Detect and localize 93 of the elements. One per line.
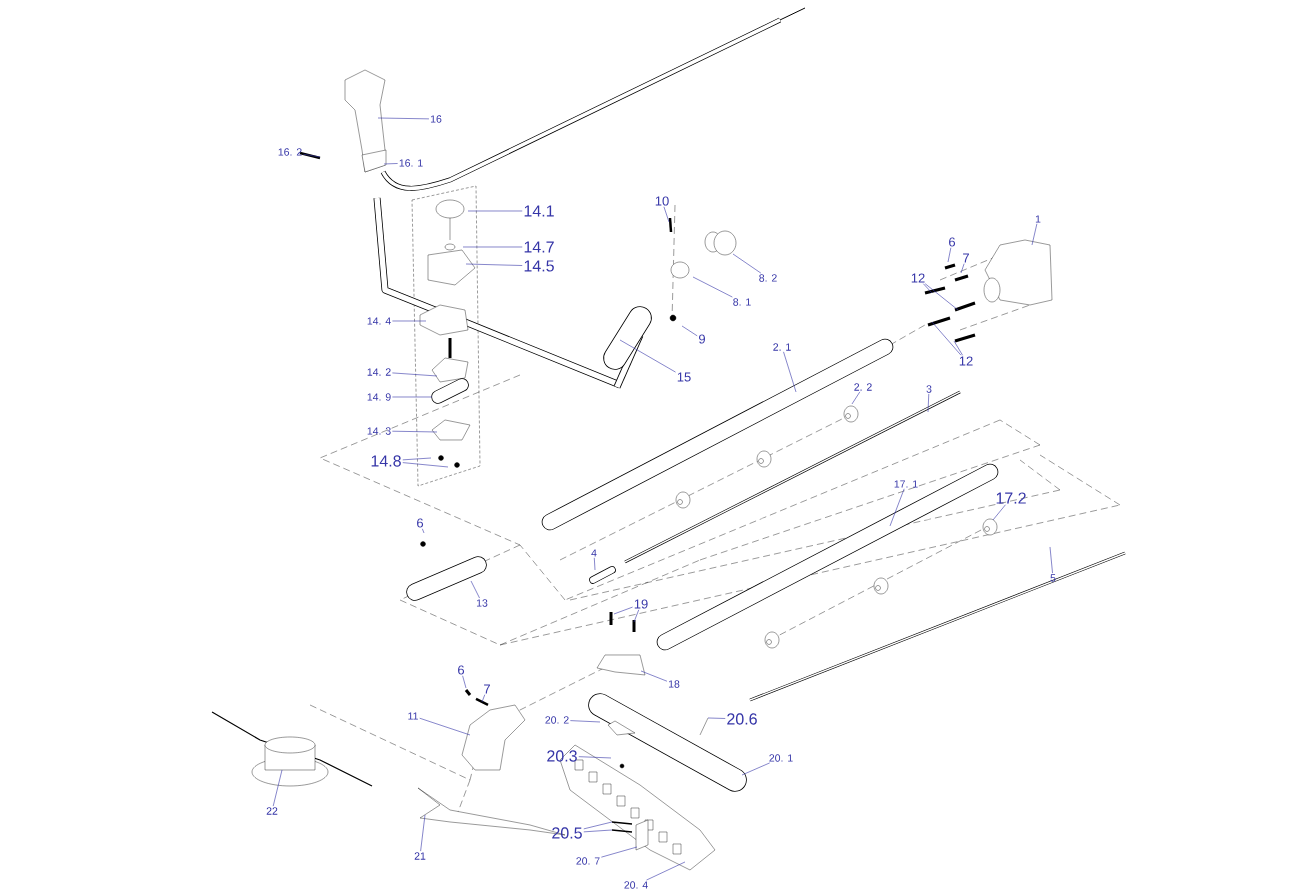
- leader-line: [272, 769, 283, 807]
- callout-number: 10: [655, 196, 669, 206]
- leader-line: [927, 393, 930, 413]
- callout-number: 14. 9: [367, 393, 391, 401]
- leader-line: [392, 372, 438, 377]
- callout-number: 6: [949, 237, 956, 247]
- leader-line: [594, 557, 596, 571]
- callout-number: 20.6: [727, 713, 757, 725]
- callout-number: 17.2: [996, 492, 1026, 504]
- leader-line: [402, 462, 449, 468]
- leader-line: [578, 756, 612, 759]
- leader-line: [419, 717, 471, 736]
- callout-number: 1: [1035, 215, 1041, 223]
- callout-number: 15: [677, 372, 691, 382]
- leader-line: [583, 821, 613, 830]
- leader-line: [467, 210, 523, 212]
- callout-number: 14. 2: [367, 368, 391, 376]
- leader-line: [1049, 546, 1053, 574]
- leader-line: [692, 276, 733, 298]
- leader-line: [992, 504, 1006, 521]
- callout-number: 13: [476, 599, 488, 607]
- callout-number: 8. 2: [759, 274, 777, 282]
- callout-number: 12: [959, 356, 973, 366]
- callout-number: 16. 1: [399, 159, 423, 167]
- callout-number: 18: [668, 680, 680, 688]
- callout-number: 11: [408, 712, 418, 720]
- callout-number: 14.7: [524, 241, 554, 253]
- leader-line: [462, 675, 467, 689]
- leader-line: [931, 321, 962, 356]
- leader-line: [583, 829, 613, 833]
- leader-line: [924, 283, 959, 311]
- leader-line: [420, 814, 426, 852]
- callout-number: 17. 1: [894, 480, 918, 488]
- callout-number: 5: [1050, 574, 1056, 582]
- callout-number: 6: [458, 665, 465, 675]
- leader-line: [422, 528, 425, 534]
- callout-number: 7: [484, 684, 490, 694]
- leader-line: [646, 861, 686, 881]
- leader-line: [783, 351, 797, 393]
- callout-number: 20.3: [547, 750, 577, 762]
- callout-number: 14. 4: [367, 317, 391, 325]
- leader-line: [465, 263, 523, 266]
- leader-line: [383, 163, 398, 165]
- callout-number: 21: [414, 852, 426, 860]
- leader-line: [470, 580, 480, 599]
- callout-number: 4: [591, 549, 597, 557]
- callout-number: 14.5: [524, 260, 554, 272]
- leader-line: [303, 153, 321, 158]
- leader-line: [601, 846, 638, 858]
- leader-line: [923, 283, 933, 294]
- callout-number: 7: [963, 253, 969, 263]
- callout-number: 20. 1: [769, 754, 793, 762]
- leader-line: [851, 391, 861, 405]
- leader-line: [619, 339, 676, 373]
- leader-line: [640, 670, 668, 682]
- leader-line: [633, 609, 640, 623]
- callout-number: 8. 1: [733, 298, 751, 306]
- leader-line: [681, 325, 698, 337]
- leader-line: [462, 246, 523, 248]
- leader-line: [392, 320, 427, 322]
- leader-line: [707, 717, 726, 719]
- leader-line: [613, 606, 633, 615]
- leader-line: [402, 457, 432, 461]
- leader-line: [953, 340, 963, 356]
- leader-line: [741, 762, 771, 776]
- leader-line: [732, 253, 762, 274]
- leader-line: [377, 117, 430, 120]
- callout-number: 12: [911, 273, 925, 283]
- leader-line: [960, 263, 965, 274]
- leader-line: [1031, 223, 1038, 246]
- callout-number: 22: [266, 807, 278, 815]
- callout-number: 20. 4: [624, 881, 648, 889]
- callout-number: 14. 3: [367, 427, 391, 435]
- leader-line: [663, 206, 670, 223]
- callout-number: 16: [430, 115, 442, 123]
- callout-number: 2. 1: [773, 343, 791, 351]
- callout-number: 20.5: [552, 827, 582, 839]
- leader-line: [481, 694, 486, 703]
- callout-number: 6: [417, 518, 424, 528]
- callout-number: 20. 2: [545, 716, 569, 724]
- callout-number: 2. 2: [854, 383, 872, 391]
- leader-line: [570, 720, 601, 723]
- callout-number: 20. 7: [576, 857, 600, 865]
- callout-number: 14.1: [524, 205, 554, 217]
- callout-number: 9: [699, 334, 705, 344]
- leader-line: [392, 396, 433, 398]
- callout-number: 16. 2: [278, 148, 302, 156]
- callout-number: 19: [634, 599, 648, 609]
- callout-number: 14.8: [371, 455, 401, 467]
- leader-line: [392, 430, 438, 433]
- leader-line: [889, 488, 905, 527]
- callout-number: 3: [926, 385, 932, 393]
- leader-line: [947, 247, 952, 263]
